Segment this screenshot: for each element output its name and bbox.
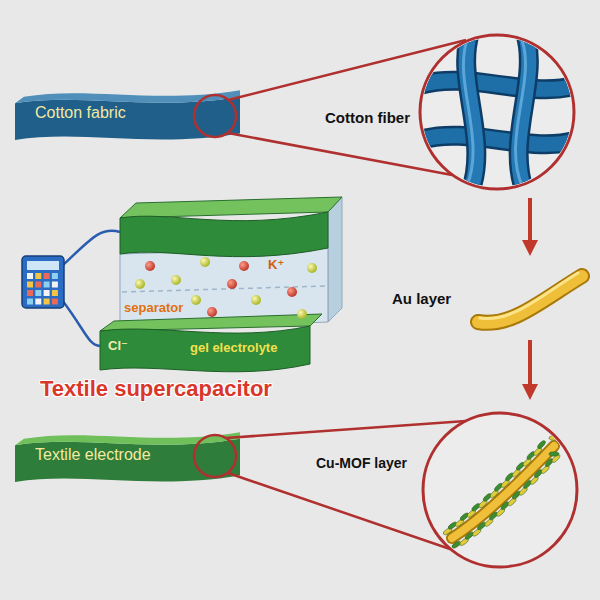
ion-ball bbox=[307, 263, 317, 273]
calculator-key bbox=[52, 282, 58, 288]
cu-mof-fiber bbox=[442, 436, 561, 549]
zoom-line bbox=[228, 133, 452, 175]
ion-ball bbox=[207, 307, 217, 317]
fabric-band: Cotton fabric bbox=[15, 86, 240, 140]
ion-ball bbox=[200, 257, 210, 267]
zoom-circle bbox=[420, 35, 574, 189]
calculator-key bbox=[52, 273, 58, 279]
zoom-circle-border bbox=[423, 413, 577, 567]
calculator-key bbox=[35, 273, 41, 279]
zoom-circle-border bbox=[420, 35, 574, 189]
calculator-key bbox=[52, 290, 58, 296]
step-arrow bbox=[528, 198, 532, 248]
mof-crystal bbox=[549, 452, 559, 456]
ion-ball bbox=[145, 261, 155, 271]
component-label: separator bbox=[124, 300, 183, 315]
ion-label: K⁺ bbox=[268, 257, 284, 272]
zoom-circle bbox=[423, 413, 577, 567]
band-text: Cotton fabric bbox=[35, 104, 224, 122]
electrode-band: Textile electrode bbox=[15, 428, 240, 482]
calculator-key bbox=[35, 290, 41, 296]
calculator-key bbox=[35, 299, 41, 305]
ion-ball bbox=[287, 287, 297, 297]
calculator-key bbox=[52, 299, 58, 305]
ion-ball bbox=[297, 309, 307, 319]
calculator-key bbox=[44, 299, 50, 305]
title-label: Textile supercapacitor bbox=[40, 376, 272, 402]
ion-ball bbox=[251, 295, 261, 305]
ion-ball bbox=[191, 295, 201, 305]
supercapacitor bbox=[100, 197, 342, 372]
zoom-line bbox=[226, 421, 466, 438]
ion-label: Cl⁻ bbox=[108, 338, 128, 353]
mof-crystal bbox=[536, 439, 546, 449]
zoom-line bbox=[228, 40, 466, 100]
calculator-key bbox=[44, 273, 50, 279]
band-face bbox=[15, 97, 240, 140]
cotton-fibers bbox=[420, 33, 578, 192]
calculator-key bbox=[27, 290, 33, 296]
band-edge bbox=[15, 432, 240, 445]
part-label: Au layer bbox=[392, 290, 451, 307]
step-arrow bbox=[528, 340, 532, 392]
zoom-line bbox=[228, 473, 450, 549]
component-label: gel electrolyte bbox=[190, 340, 277, 355]
calculator-key bbox=[44, 290, 50, 296]
part-label: Cotton fiber bbox=[325, 109, 410, 126]
calculator-key bbox=[27, 299, 33, 305]
calculator-icon bbox=[22, 231, 120, 346]
calculator-key bbox=[27, 282, 33, 288]
calculator-key bbox=[44, 282, 50, 288]
ion-ball bbox=[239, 261, 249, 271]
gold-fiber bbox=[478, 273, 582, 323]
calculator-key bbox=[35, 282, 41, 288]
band-face bbox=[15, 439, 240, 482]
ion-ball bbox=[171, 275, 181, 285]
part-label: Cu-MOF layer bbox=[316, 455, 407, 471]
ion-ball bbox=[135, 279, 145, 289]
band-text: Textile electrode bbox=[35, 446, 224, 464]
band-edge bbox=[15, 90, 240, 103]
calculator-key bbox=[27, 273, 33, 279]
ion-ball bbox=[227, 279, 237, 289]
